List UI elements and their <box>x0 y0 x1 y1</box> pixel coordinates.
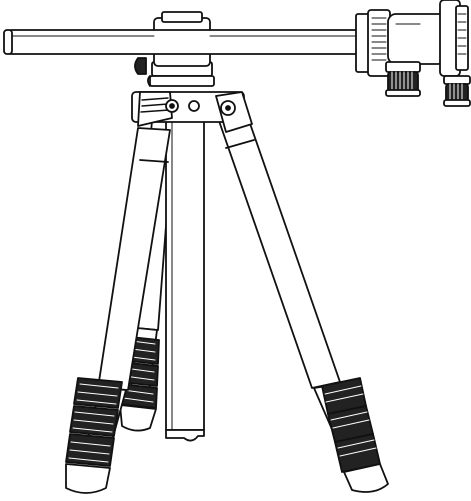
rear-leg-foot <box>119 404 157 432</box>
left-angle-lock <box>137 91 173 127</box>
right-leg-upper-tube <box>217 111 341 389</box>
pan-lock-knob <box>385 61 421 97</box>
left-front-leg <box>65 127 171 494</box>
left-leg-foot <box>65 463 111 494</box>
ball-head <box>355 0 471 107</box>
horizontal-arm <box>3 29 365 55</box>
right-leg-foot <box>343 463 389 493</box>
tension-knob <box>443 75 471 107</box>
left-leg-grip <box>65 377 123 467</box>
right-front-leg <box>217 111 389 493</box>
center-column-hook <box>165 429 205 442</box>
arm-tube <box>7 29 365 55</box>
leg-hub <box>131 91 253 133</box>
clamp-side-knob <box>134 57 147 75</box>
center-column <box>165 111 205 442</box>
left-leg-upper-tube <box>97 127 171 391</box>
right-leg-grip <box>321 377 381 473</box>
arm-end-cap <box>3 29 13 55</box>
head-body <box>387 13 447 65</box>
